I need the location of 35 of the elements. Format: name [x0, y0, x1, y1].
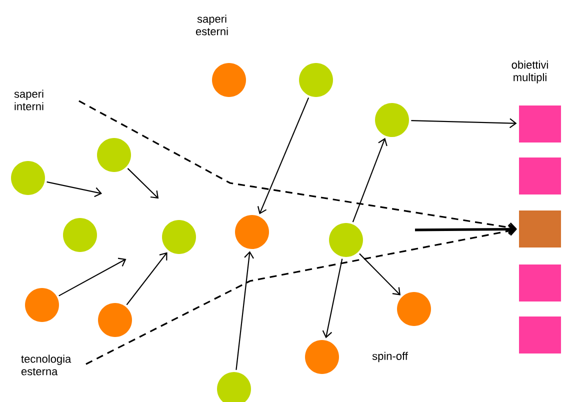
circle: [98, 303, 132, 337]
text-label: obiettivi multipli: [512, 60, 548, 84]
text-label: spin-off: [372, 352, 408, 362]
circle: [25, 288, 59, 322]
square: [519, 158, 561, 194]
circle: [97, 138, 131, 172]
arrow: [86, 226, 517, 365]
arrow: [127, 168, 159, 199]
circle: [235, 215, 269, 249]
arrow: [352, 138, 388, 222]
arrow: [359, 253, 401, 296]
square: [519, 316, 561, 354]
arrow: [322, 258, 343, 338]
circle: [329, 223, 363, 257]
circle: [375, 103, 409, 137]
arrow: [78, 100, 517, 233]
text-label: saperi esterni: [196, 14, 228, 36]
arrow: [46, 181, 102, 198]
square: [519, 210, 561, 248]
arrow: [411, 118, 517, 128]
arrow: [257, 97, 310, 214]
circle: [305, 340, 339, 374]
arrow: [236, 251, 254, 370]
circle: [212, 63, 246, 97]
circle: [299, 63, 333, 97]
circle: [162, 220, 196, 254]
text-label: saperi interni: [14, 90, 44, 110]
square: [519, 106, 561, 142]
arrow: [58, 258, 126, 296]
circle: [397, 292, 431, 326]
circle: [63, 218, 97, 252]
circle: [11, 161, 45, 195]
square: [519, 264, 561, 302]
text-label: tecnologia esterna: [21, 354, 72, 376]
arrow: [126, 252, 168, 306]
